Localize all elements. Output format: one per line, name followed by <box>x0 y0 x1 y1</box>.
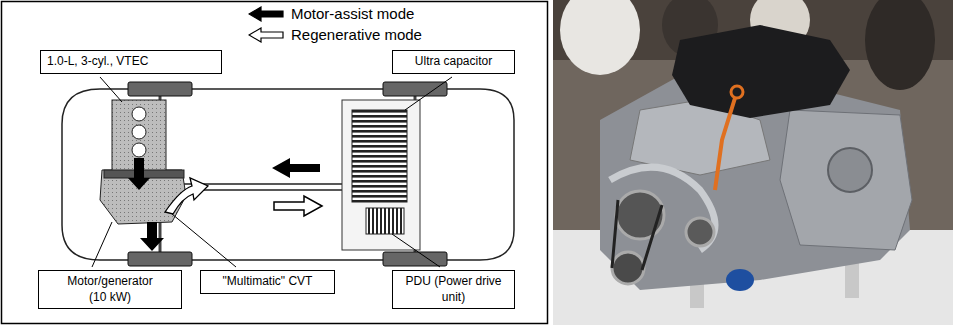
legend-entry: Motor-assist mode <box>248 3 422 24</box>
belt <box>612 200 662 270</box>
leader-line <box>405 77 452 110</box>
visitor <box>865 0 935 90</box>
visitor-shirt <box>560 0 640 75</box>
oil-filter <box>726 269 754 291</box>
label-box: "Multimatic" CVT <box>200 270 335 294</box>
pulley <box>686 218 714 246</box>
leader-line <box>100 77 122 102</box>
ultra-capacitor-stack <box>352 110 407 202</box>
leader-line <box>92 222 112 267</box>
diagram-panel <box>2 2 548 324</box>
assist-arrow <box>140 222 164 251</box>
assist-arrow <box>272 158 320 178</box>
box-label: "Multimatic" CVT <box>207 274 328 290</box>
cylinder <box>132 125 146 139</box>
legend: Motor-assist modeRegenerative mode <box>248 3 422 45</box>
box-label: PDU (Power drive unit) <box>399 274 508 305</box>
box-label: Ultra capacitor <box>399 54 508 70</box>
wheel <box>383 82 447 96</box>
power-cable <box>184 190 366 222</box>
legend-text: Regenerative mode <box>291 26 422 43</box>
stand-leg <box>690 282 704 308</box>
dipstick-handle <box>731 86 743 98</box>
pulley <box>616 191 664 239</box>
car-body-outline <box>62 89 514 260</box>
regen-arrow <box>274 196 322 216</box>
stand-leg <box>845 262 859 298</box>
gear-housing <box>828 148 872 192</box>
legend-arrow <box>248 6 284 22</box>
leader-line <box>392 234 440 267</box>
engine-photo <box>553 0 953 325</box>
engine-cover <box>672 25 850 118</box>
leader-line <box>172 214 236 267</box>
legend-arrow <box>248 27 284 43</box>
pulley <box>612 252 644 284</box>
wheel <box>128 252 192 266</box>
panel-frame <box>2 2 548 324</box>
regen-arrow <box>165 178 208 214</box>
dipstick <box>715 98 735 190</box>
pipe <box>610 167 715 250</box>
legend-entry: Regenerative mode <box>248 24 422 45</box>
legend-arrow-shape <box>249 28 283 42</box>
legend-arrow-shape <box>249 7 283 21</box>
power-cable <box>184 184 366 216</box>
wheel <box>383 252 447 266</box>
wheel <box>128 82 192 96</box>
cylinder <box>132 107 146 121</box>
label-box: PDU (Power drive unit) <box>392 270 515 309</box>
capacitor-frame <box>342 100 420 250</box>
box-label: 1.0-L, 3-cyl., VTEC <box>47 54 215 70</box>
label-box: 1.0-L, 3-cyl., VTEC <box>40 50 222 74</box>
legend-text: Motor-assist mode <box>291 5 414 22</box>
label-box: Ultra capacitor <box>392 50 515 74</box>
label-box: Motor/generator (10 kW) <box>38 270 182 309</box>
pdu-block <box>366 208 404 234</box>
cylinder <box>132 143 146 157</box>
assist-arrow <box>128 158 150 190</box>
box-label: Motor/generator (10 kW) <box>58 274 162 305</box>
transmission <box>780 110 912 250</box>
